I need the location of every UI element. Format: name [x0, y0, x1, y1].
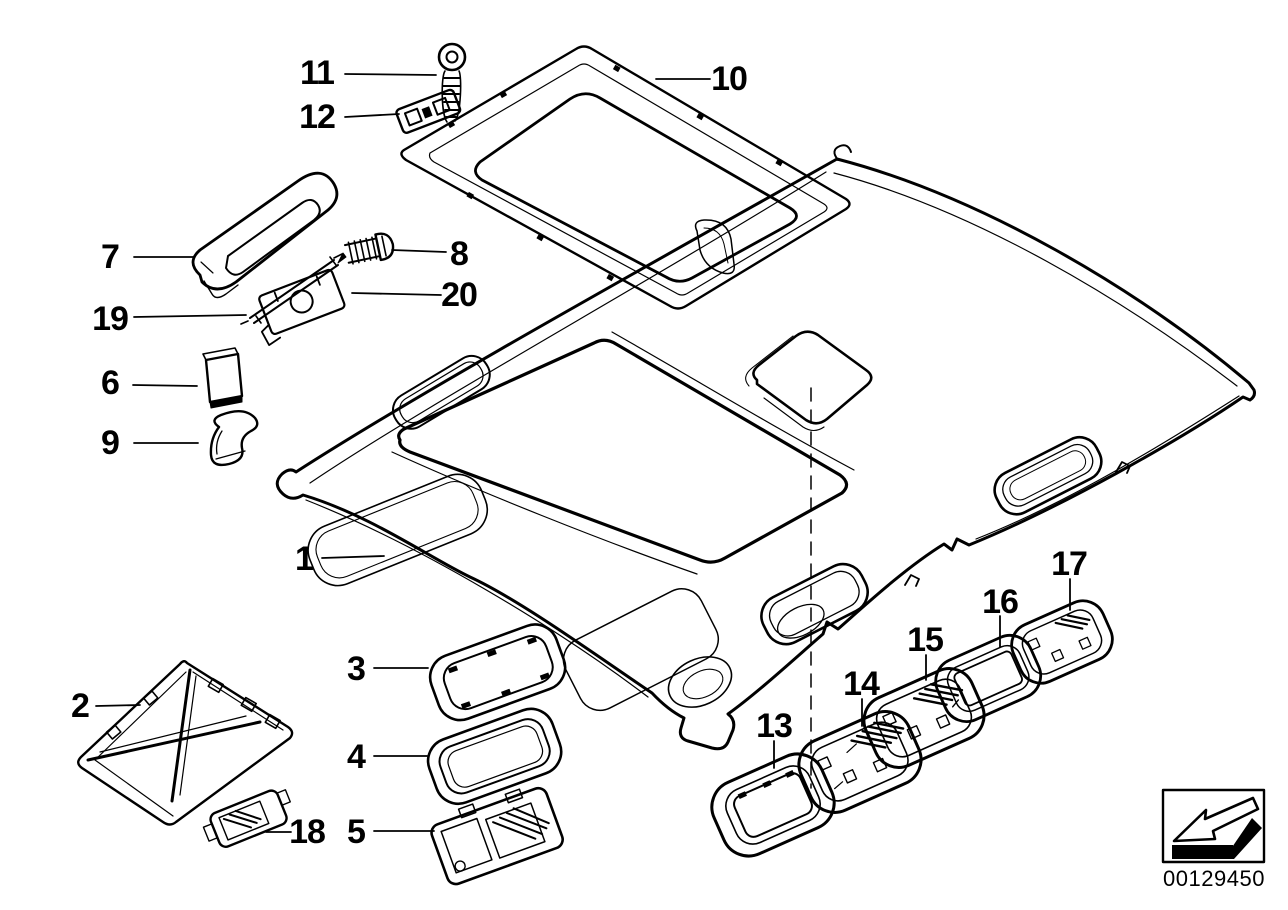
part-ring-13[interactable]	[703, 745, 843, 864]
callout-14[interactable]: 14	[843, 665, 880, 703]
part-bracket-20[interactable]	[250, 269, 349, 346]
callout-12[interactable]: 12	[299, 98, 336, 136]
leader-line-8	[392, 250, 446, 252]
part-frame-4[interactable]	[422, 702, 568, 810]
callout-leader-lines	[96, 74, 1070, 832]
callout-18[interactable]: 18	[289, 813, 326, 851]
part-lamp-base-15[interactable]	[856, 661, 992, 776]
callout-17[interactable]: 17	[1051, 545, 1088, 583]
part-clip-12[interactable]	[395, 89, 461, 134]
callout-15[interactable]: 15	[907, 621, 944, 659]
callout-13[interactable]: 13	[756, 707, 793, 745]
callout-3[interactable]: 3	[347, 650, 366, 688]
callout-16[interactable]: 16	[982, 583, 1019, 621]
part-hook-9[interactable]	[211, 411, 257, 465]
clip-dots	[447, 64, 784, 282]
part-rail-19[interactable]	[241, 253, 346, 324]
part-screw-11[interactable]	[439, 44, 465, 122]
callout-9[interactable]: 9	[101, 424, 120, 462]
callout-1[interactable]: 1	[295, 540, 314, 578]
leader-line-11	[345, 74, 436, 75]
leader-line-12	[345, 114, 399, 117]
part-sliding-panel-2[interactable]	[78, 661, 292, 824]
callout-11[interactable]: 11	[300, 54, 335, 92]
callout-5[interactable]: 5	[347, 813, 366, 851]
nav-arrow-button[interactable]	[1163, 790, 1264, 862]
callout-8[interactable]: 8	[450, 235, 469, 273]
part-sunroof-panel[interactable]	[401, 47, 849, 309]
leader-line-20	[352, 293, 441, 295]
part-handle-7[interactable]	[193, 173, 337, 297]
nav-arrow-icon	[1172, 798, 1262, 859]
leader-line-1	[322, 556, 384, 558]
part-headliner-1[interactable]	[277, 145, 1254, 749]
part-frame-3[interactable]	[424, 618, 572, 726]
leader-line-2	[96, 705, 140, 706]
part-light-module-5[interactable]	[427, 779, 566, 887]
drawing-number: 00129450	[1163, 866, 1265, 891]
callout-2[interactable]: 2	[71, 687, 90, 725]
callout-7[interactable]: 7	[101, 238, 120, 276]
part-light-18[interactable]	[200, 785, 297, 852]
part-cover-6[interactable]	[203, 348, 242, 408]
callout-6[interactable]: 6	[101, 364, 120, 402]
leader-line-6	[133, 385, 197, 386]
callout-4[interactable]: 4	[347, 738, 366, 776]
part-screw-8[interactable]	[344, 231, 395, 266]
leader-line-19	[134, 315, 246, 317]
callout-10[interactable]: 10	[711, 60, 748, 98]
part-ring-16[interactable]	[928, 628, 1048, 729]
callout-20[interactable]: 20	[441, 276, 478, 314]
callout-19[interactable]: 19	[92, 300, 129, 338]
part-ring-17[interactable]	[1005, 594, 1120, 691]
